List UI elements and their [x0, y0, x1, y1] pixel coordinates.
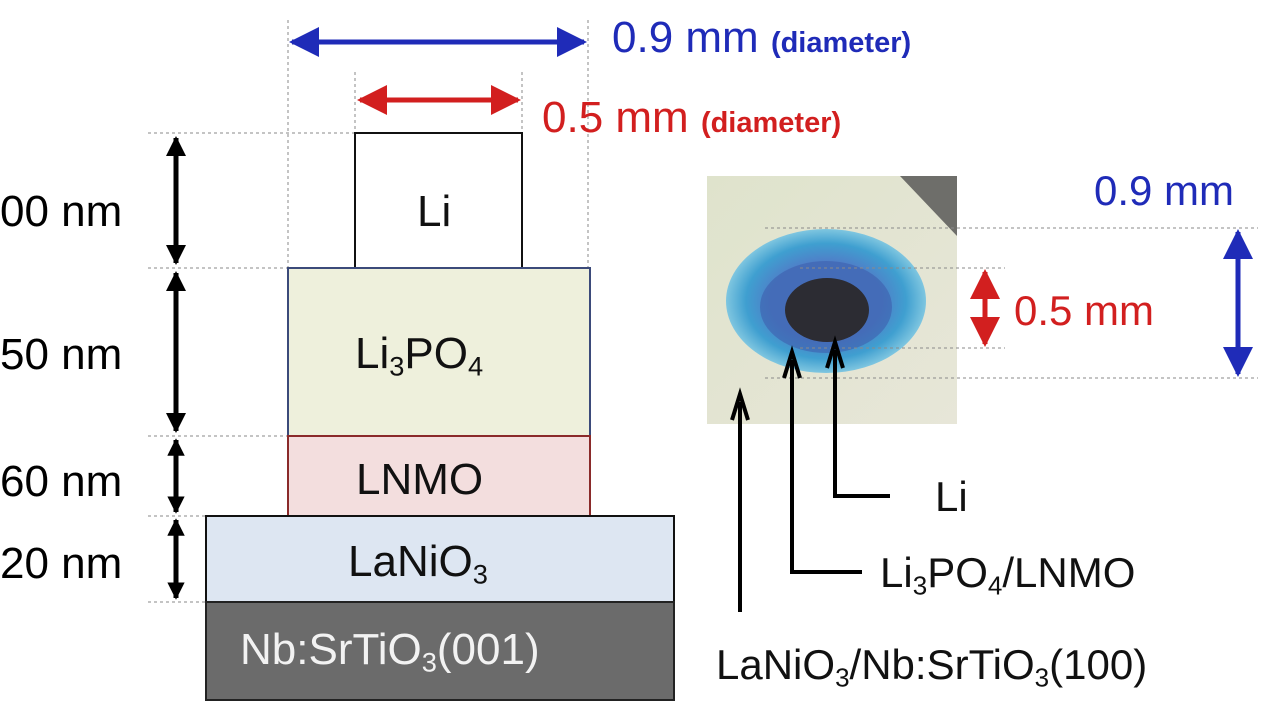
callout-mid-c: /LNMO	[1002, 549, 1136, 596]
callout-base-b-sub: 3	[1034, 662, 1050, 693]
sample-photo	[707, 176, 957, 424]
callout-mid-b-sub: 4	[987, 570, 1003, 601]
layer-li3po4-label: Li3PO4	[355, 329, 483, 380]
layer-substrate-label: Nb:SrTiO3(001)	[240, 625, 540, 676]
li3po4-sub1: 3	[389, 350, 405, 382]
callout-base-a-sub: 3	[835, 662, 850, 693]
callout-mid-b: PO	[927, 549, 988, 596]
outer-diameter-value: 0.9 mm	[612, 13, 759, 62]
thickness-label-lnmo: 60 nm	[0, 457, 123, 506]
inner-diameter-value: 0.5 mm	[542, 93, 689, 142]
thickness-label-lanio3: 20 nm	[0, 539, 123, 588]
li3po4-po: PO	[404, 329, 468, 378]
inner-diameter-label: 0.5 mm (diameter)	[542, 96, 841, 140]
thickness-label-li3po4: 50 nm	[0, 330, 123, 379]
outer-diameter-note: (diameter)	[770, 27, 912, 59]
callout-li-label: Li	[935, 473, 968, 520]
substrate-tail: (001)	[436, 625, 540, 674]
layer-lnmo	[287, 435, 591, 517]
callout-base-label: LaNiO3/Nb:SrTiO3(100)	[716, 641, 1148, 691]
callout-base-b: /Nb:SrTiO	[849, 641, 1035, 688]
substrate-main: Nb:SrTiO	[240, 625, 422, 674]
callout-mid-label: Li3PO4/LNMO	[880, 549, 1136, 599]
thickness-label-li: 00 nm	[0, 187, 123, 236]
layer-lnmo-label: LNMO	[356, 455, 484, 504]
callout-mid-a: Li	[880, 549, 913, 596]
photo-outer-label: 0.9 mm	[1094, 167, 1235, 214]
lanio3-sub: 3	[472, 558, 488, 590]
outer-diameter-label: 0.9 mm (diameter)	[612, 16, 911, 60]
photo-guide-lines	[765, 227, 1258, 379]
callout-base-c: (100)	[1049, 641, 1148, 688]
photo-inner-label: 0.5 mm	[1014, 287, 1155, 334]
callout-mid-a-sub: 3	[912, 570, 928, 601]
callout-base-a: LaNiO	[716, 641, 836, 688]
li3po4-li: Li	[355, 329, 390, 378]
layer-li-label: Li	[417, 187, 452, 236]
inner-diameter-note: (diameter)	[700, 107, 842, 139]
li3po4-sub2: 4	[468, 350, 484, 382]
lanio3-main: LaNiO	[348, 537, 473, 586]
layer-lanio3-label: LaNiO3	[348, 537, 488, 588]
callout-arrows	[730, 335, 890, 612]
layer-li3po4	[287, 267, 591, 437]
layer-substrate	[205, 601, 675, 701]
substrate-sub: 3	[421, 646, 437, 678]
layer-lanio3	[205, 515, 675, 603]
